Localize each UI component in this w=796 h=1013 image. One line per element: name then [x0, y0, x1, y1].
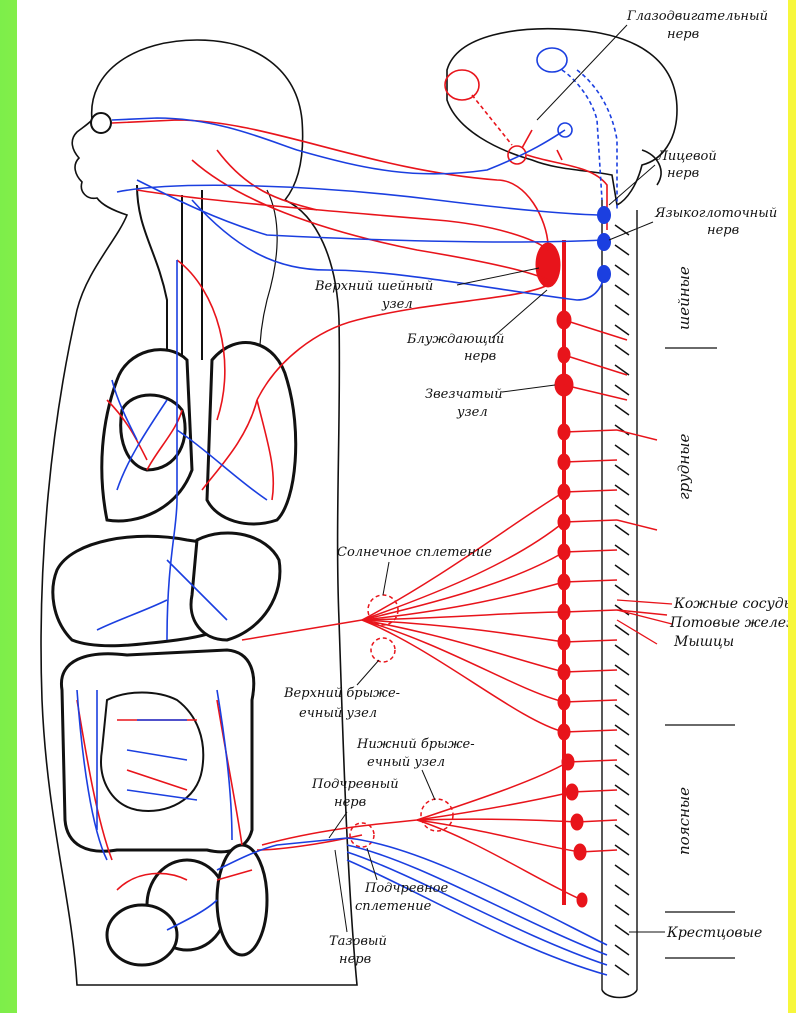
- pelvic-organ: [217, 845, 267, 955]
- brain-red: [445, 70, 607, 230]
- label-pelvic-nerve-2: нерв: [339, 952, 371, 967]
- label-solar-plexus: Солнечное сплетение: [337, 545, 492, 560]
- label-glossopharyngeal-1: Языкоглоточный: [654, 206, 777, 221]
- label-stellate-1: Звезчатый: [425, 387, 503, 402]
- label-vagus-1: Блуждающий: [406, 332, 504, 347]
- label-superior-mesenteric-1: Верхний брыже-: [283, 686, 400, 701]
- label-sweat-glands: Потовые железы: [669, 615, 788, 631]
- label-inferior-mesenteric-1: Нижний брыже-: [356, 737, 475, 752]
- right-lung: [207, 343, 296, 524]
- autonomic-nervous-system-diagram: Глазодвигательный нерв Лицевой нерв Язык…: [17, 0, 788, 1013]
- label-hypogastric-nerve-1: Подчревный: [311, 777, 399, 792]
- stomach: [191, 533, 280, 640]
- label-oculomotor-2: нерв: [667, 27, 699, 42]
- label-superior-cervical-2: узел: [381, 297, 413, 312]
- label-vagus-2: нерв: [464, 349, 496, 364]
- label-stellate-2: узел: [456, 405, 488, 420]
- label-region-cervical: шейные: [675, 266, 693, 330]
- label-sacral: Крестцовые: [666, 925, 762, 941]
- cranial-nerve-nuclei: [597, 206, 611, 283]
- label-pelvic-nerve-1: Тазовый: [329, 934, 387, 949]
- label-region-lumbar: поясные: [675, 787, 693, 855]
- skin-fibers: [617, 600, 672, 644]
- label-muscles: Мышцы: [673, 634, 734, 650]
- rectum: [107, 905, 177, 965]
- label-inferior-mesenteric-2: ечный узел: [367, 755, 445, 770]
- label-glossopharyngeal-2: нерв: [707, 223, 739, 238]
- label-hypogastric-plexus-2: сплетение: [355, 899, 432, 914]
- label-facial-1: Лицевой: [656, 149, 717, 164]
- label-hypogastric-plexus-1: Подчревное: [364, 881, 448, 896]
- label-skin-vessels: Кожные сосуды: [673, 596, 788, 612]
- label-superior-cervical-1: Верхний шейный: [314, 279, 433, 294]
- label-superior-mesenteric-2: ечный узел: [299, 706, 377, 721]
- sympathetic-chain: [536, 240, 587, 907]
- label-oculomotor-1: Глазодвигательный: [626, 9, 768, 24]
- label-region-thoracic: грудные: [675, 434, 693, 500]
- label-hypogastric-nerve-2: нерв: [334, 795, 366, 810]
- superior-mesenteric-circle: [371, 638, 395, 662]
- diagram-canvas: Глазодвигательный нерв Лицевой нерв Язык…: [17, 0, 788, 1013]
- label-facial-2: нерв: [667, 166, 699, 181]
